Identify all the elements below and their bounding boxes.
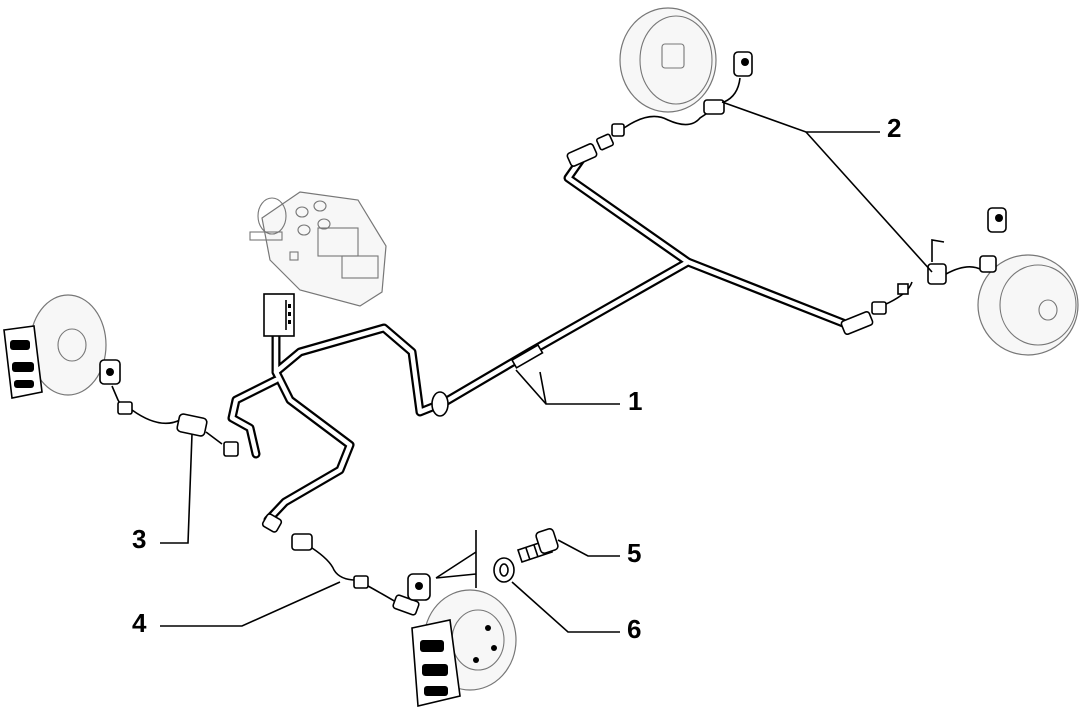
sensor-bolt xyxy=(516,527,559,564)
leader-lines xyxy=(160,101,933,633)
callout-6: 6 xyxy=(627,614,641,644)
callout-5: 5 xyxy=(627,538,641,568)
rear-right-brake-rotor xyxy=(977,254,1079,356)
callout-1: 1 xyxy=(628,386,642,416)
rear-left-brake-caliper xyxy=(411,619,461,707)
callout-2: 2 xyxy=(887,113,901,143)
abs-ecu-connector xyxy=(263,293,295,337)
front-left-brake-caliper xyxy=(3,325,43,399)
front-left-brake-rotor xyxy=(29,294,107,396)
callout-labels: 1 2 3 4 5 6 xyxy=(132,113,901,644)
abs-hydraulic-unit xyxy=(249,191,387,307)
rear-left-wheel-speed-sensor xyxy=(261,513,477,616)
main-wiring-harness xyxy=(227,153,848,525)
front-right-wheel-speed-sensor xyxy=(566,51,753,167)
front-left-wheel-speed-sensor xyxy=(99,359,239,457)
rear-right-wheel-speed-sensor xyxy=(840,207,1007,336)
callout-4: 4 xyxy=(132,608,147,638)
sensor-washer xyxy=(493,557,515,583)
front-right-brake-rotor xyxy=(619,7,717,113)
callout-3: 3 xyxy=(132,524,146,554)
